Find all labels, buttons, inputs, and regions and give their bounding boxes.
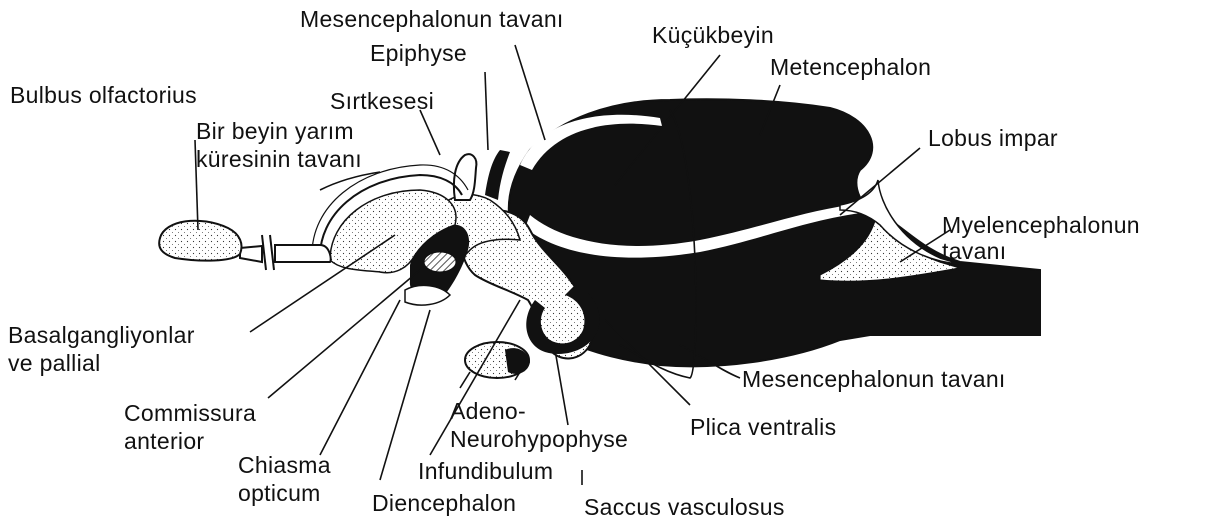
- label-adeno: Adeno-: [450, 398, 526, 424]
- bulbus-olfactorius-shape: [159, 221, 241, 261]
- label-mesencephalon-roof-top: Mesencephalonun tavanı: [300, 6, 564, 32]
- label-metencephalon: Metencephalon: [770, 54, 931, 80]
- label-commissura-1: Commissura: [124, 400, 256, 426]
- label-hemisphere-roof-2: küresinin tavanı: [196, 146, 362, 172]
- label-bulbus-olfactorius: Bulbus olfactorius: [10, 82, 197, 108]
- label-myelencephalon-2: tavanı: [942, 238, 1006, 264]
- label-chiasma-2: opticum: [238, 480, 321, 506]
- olfactory-tract: [275, 245, 331, 262]
- label-plica-ventralis: Plica ventralis: [690, 414, 836, 440]
- label-commissura-2: anterior: [124, 428, 204, 454]
- dorsal-sac: [454, 154, 476, 200]
- label-chiasma-1: Chiasma: [238, 452, 331, 478]
- label-mesencephalon-roof-bottom: Mesencephalonun tavanı: [742, 366, 1006, 392]
- label-basal-2: ve pallial: [8, 350, 101, 376]
- label-lobus-impar: Lobus impar: [928, 125, 1058, 151]
- commissura-anterior-mark: [424, 252, 456, 272]
- label-neurohypophyse: Neurohypophyse: [450, 426, 628, 452]
- label-saccus-vasculosus: Saccus vasculosus: [584, 494, 785, 520]
- label-hemisphere-roof-1: Bir beyin yarım: [196, 118, 354, 144]
- label-infundibulum: Infundibulum: [418, 458, 553, 484]
- label-diencephalon: Diencephalon: [372, 490, 516, 516]
- label-epiphyse: Epiphyse: [370, 40, 467, 66]
- label-basal-1: Basalgangliyonlar: [8, 322, 195, 348]
- label-myelencephalon-1: Myelencephalonun: [942, 212, 1140, 238]
- label-kucukbeyin: Küçükbeyin: [652, 22, 774, 48]
- label-sirtkesesi: Sırtkesesi: [330, 88, 434, 114]
- epiphyse-stalk: [485, 150, 510, 200]
